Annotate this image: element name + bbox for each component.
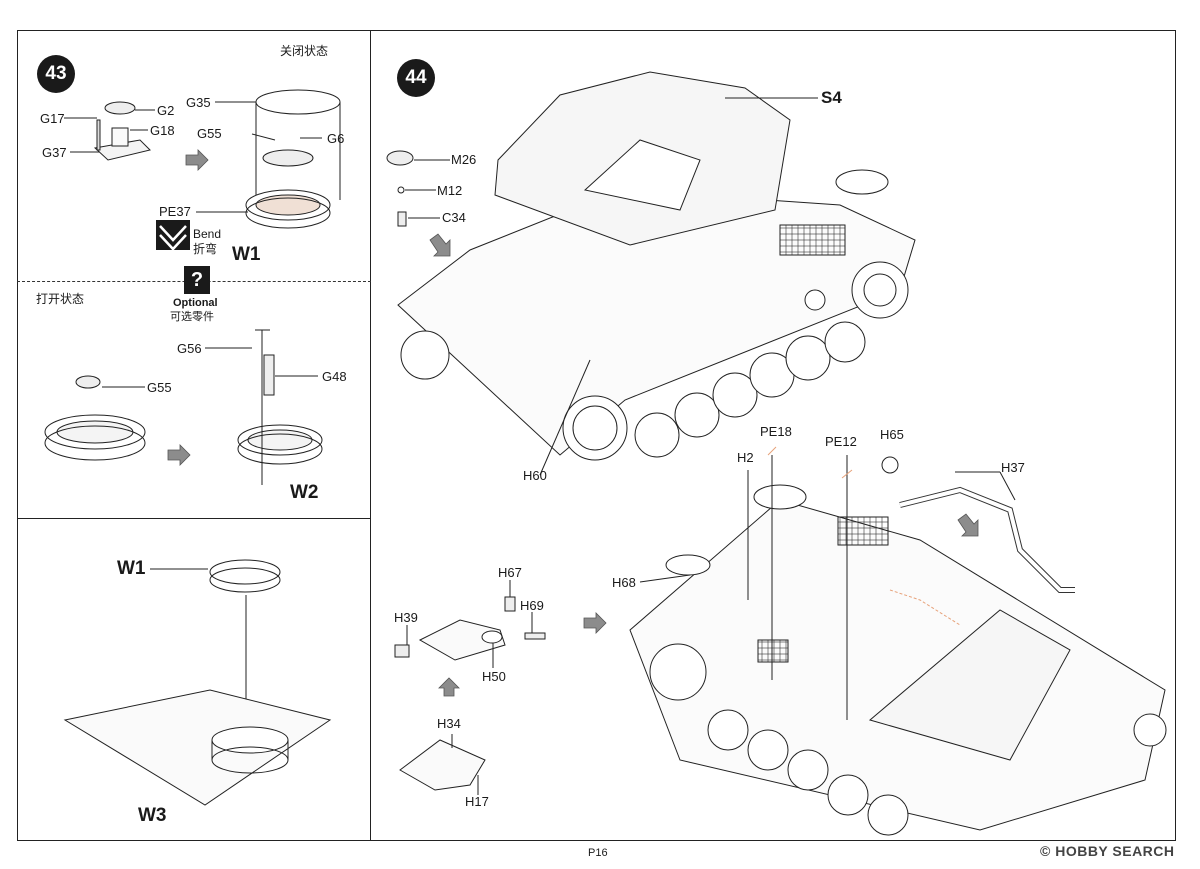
- question-icon: ?: [184, 266, 210, 294]
- panel-step-44: [370, 30, 1176, 841]
- part-label: PE37: [159, 204, 191, 219]
- part-label: G17: [40, 111, 65, 126]
- step-number-44: 44: [397, 59, 435, 97]
- subassembly-w2-label: W2: [290, 482, 319, 503]
- hatch-open-drawing: [44, 329, 323, 485]
- part-label: H17: [465, 794, 489, 809]
- part-label: H37: [1001, 460, 1025, 475]
- open-state-label: 打开状态: [36, 292, 85, 306]
- part-label: M26: [451, 152, 477, 167]
- step-number-43: 43: [37, 55, 75, 93]
- optional-label-cn: 可选零件: [170, 310, 214, 323]
- page-number: P16: [588, 847, 608, 859]
- part-label: H50: [482, 669, 506, 684]
- part-label: G55: [197, 126, 222, 141]
- closed-state-label: 关闭状态: [280, 44, 329, 58]
- arrow-up-icon: [438, 677, 460, 697]
- part-label: PE12: [825, 434, 857, 449]
- part-label: H34: [437, 716, 461, 731]
- part-label: H69: [520, 598, 544, 613]
- part-label: H2: [737, 450, 754, 465]
- subassembly-w3-label: W3: [138, 805, 167, 826]
- part-label: PE18: [760, 424, 792, 439]
- part-label: H39: [394, 610, 418, 625]
- part-label: G35: [186, 95, 211, 110]
- arrow-right-icon: [167, 444, 191, 466]
- arrow-down-icon: [957, 513, 979, 537]
- part-label: G56: [177, 341, 202, 356]
- part-label: G37: [42, 145, 67, 160]
- hatch-ring-w1-drawing: [196, 89, 341, 229]
- part-label: G2: [157, 103, 175, 118]
- part-label: G18: [150, 123, 175, 138]
- part-label: H65: [880, 427, 904, 442]
- arrow-right-icon: [185, 149, 209, 171]
- part-label: H60: [523, 468, 547, 483]
- part-label: M12: [437, 183, 463, 198]
- part-label: H67: [498, 565, 522, 580]
- subassembly-w1-label: W1: [232, 244, 261, 265]
- hatch-parts-drawing: [64, 101, 155, 161]
- part-label: G55: [147, 380, 172, 395]
- vehicle-upper-drawing: [386, 71, 916, 476]
- part-label: S4: [821, 88, 842, 107]
- optional-label-en: Optional: [173, 297, 218, 309]
- bend-label-cn: 折弯: [193, 242, 218, 256]
- part-label: G48: [322, 369, 347, 384]
- vehicle-lower-drawing: [629, 446, 1167, 836]
- subassembly-w1-label: W1: [117, 558, 146, 579]
- part-label: G6: [327, 131, 345, 146]
- part-label: C34: [442, 210, 466, 225]
- bend-icon: [156, 220, 190, 251]
- hull-plate-drawing: [63, 559, 332, 806]
- arrow-down-icon: [429, 233, 451, 257]
- arrow-right-icon: [583, 612, 607, 634]
- bend-label-en: Bend: [193, 227, 222, 241]
- tow-hook-drawing: [394, 580, 546, 795]
- watermark: © HOBBY SEARCH: [1040, 843, 1175, 859]
- part-label: H68: [612, 575, 636, 590]
